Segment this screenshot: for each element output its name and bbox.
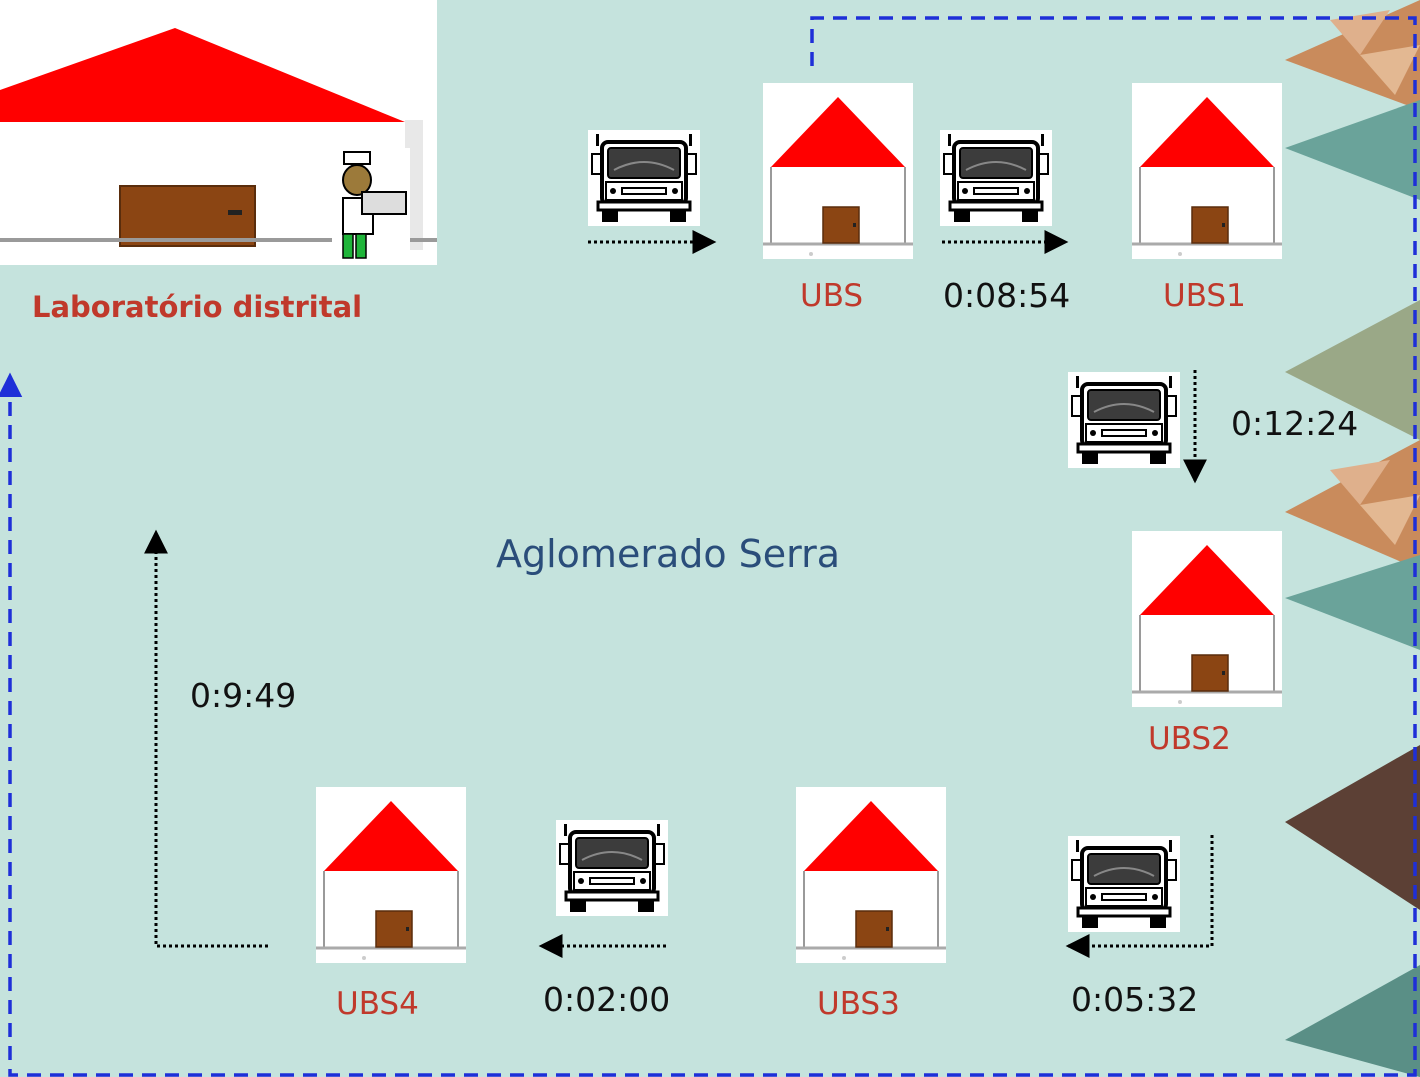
truck-icon bbox=[1068, 372, 1180, 468]
decorative-triangles bbox=[1285, 0, 1420, 1077]
station-label-ubs4: UBS4 bbox=[336, 986, 419, 1022]
lab-title: Laboratório distrital bbox=[32, 290, 363, 324]
station-label-ubs2: UBS2 bbox=[1148, 721, 1231, 757]
truck-icon bbox=[940, 130, 1052, 226]
leg-time-ubs-ubs1: 0:08:54 bbox=[943, 276, 1071, 315]
house-icon bbox=[796, 787, 946, 963]
house-icon bbox=[316, 787, 466, 963]
leg-time-ubs1-ubs2: 0:12:24 bbox=[1231, 404, 1359, 443]
truck-icon bbox=[1068, 836, 1180, 932]
leg-time-ubs3-ubs4: 0:02:00 bbox=[543, 980, 671, 1019]
house-icon bbox=[763, 83, 913, 259]
lab-worker-icon bbox=[332, 148, 410, 263]
leg-time-ubs2-ubs3: 0:05:32 bbox=[1071, 980, 1199, 1019]
route-arrows bbox=[144, 230, 1214, 958]
house-icon bbox=[1132, 83, 1282, 259]
return-route bbox=[0, 16, 1417, 1077]
truck-icon bbox=[556, 820, 668, 916]
station-label-ubs3: UBS3 bbox=[817, 986, 900, 1022]
area-name: Aglomerado Serra bbox=[496, 532, 841, 576]
station-label-ubs: UBS bbox=[800, 278, 864, 314]
leg-time-ubs4-lab: 0:9:49 bbox=[190, 676, 297, 715]
truck-icon bbox=[588, 130, 700, 226]
station-label-ubs1: UBS1 bbox=[1163, 278, 1246, 314]
house-icon bbox=[1132, 531, 1282, 707]
